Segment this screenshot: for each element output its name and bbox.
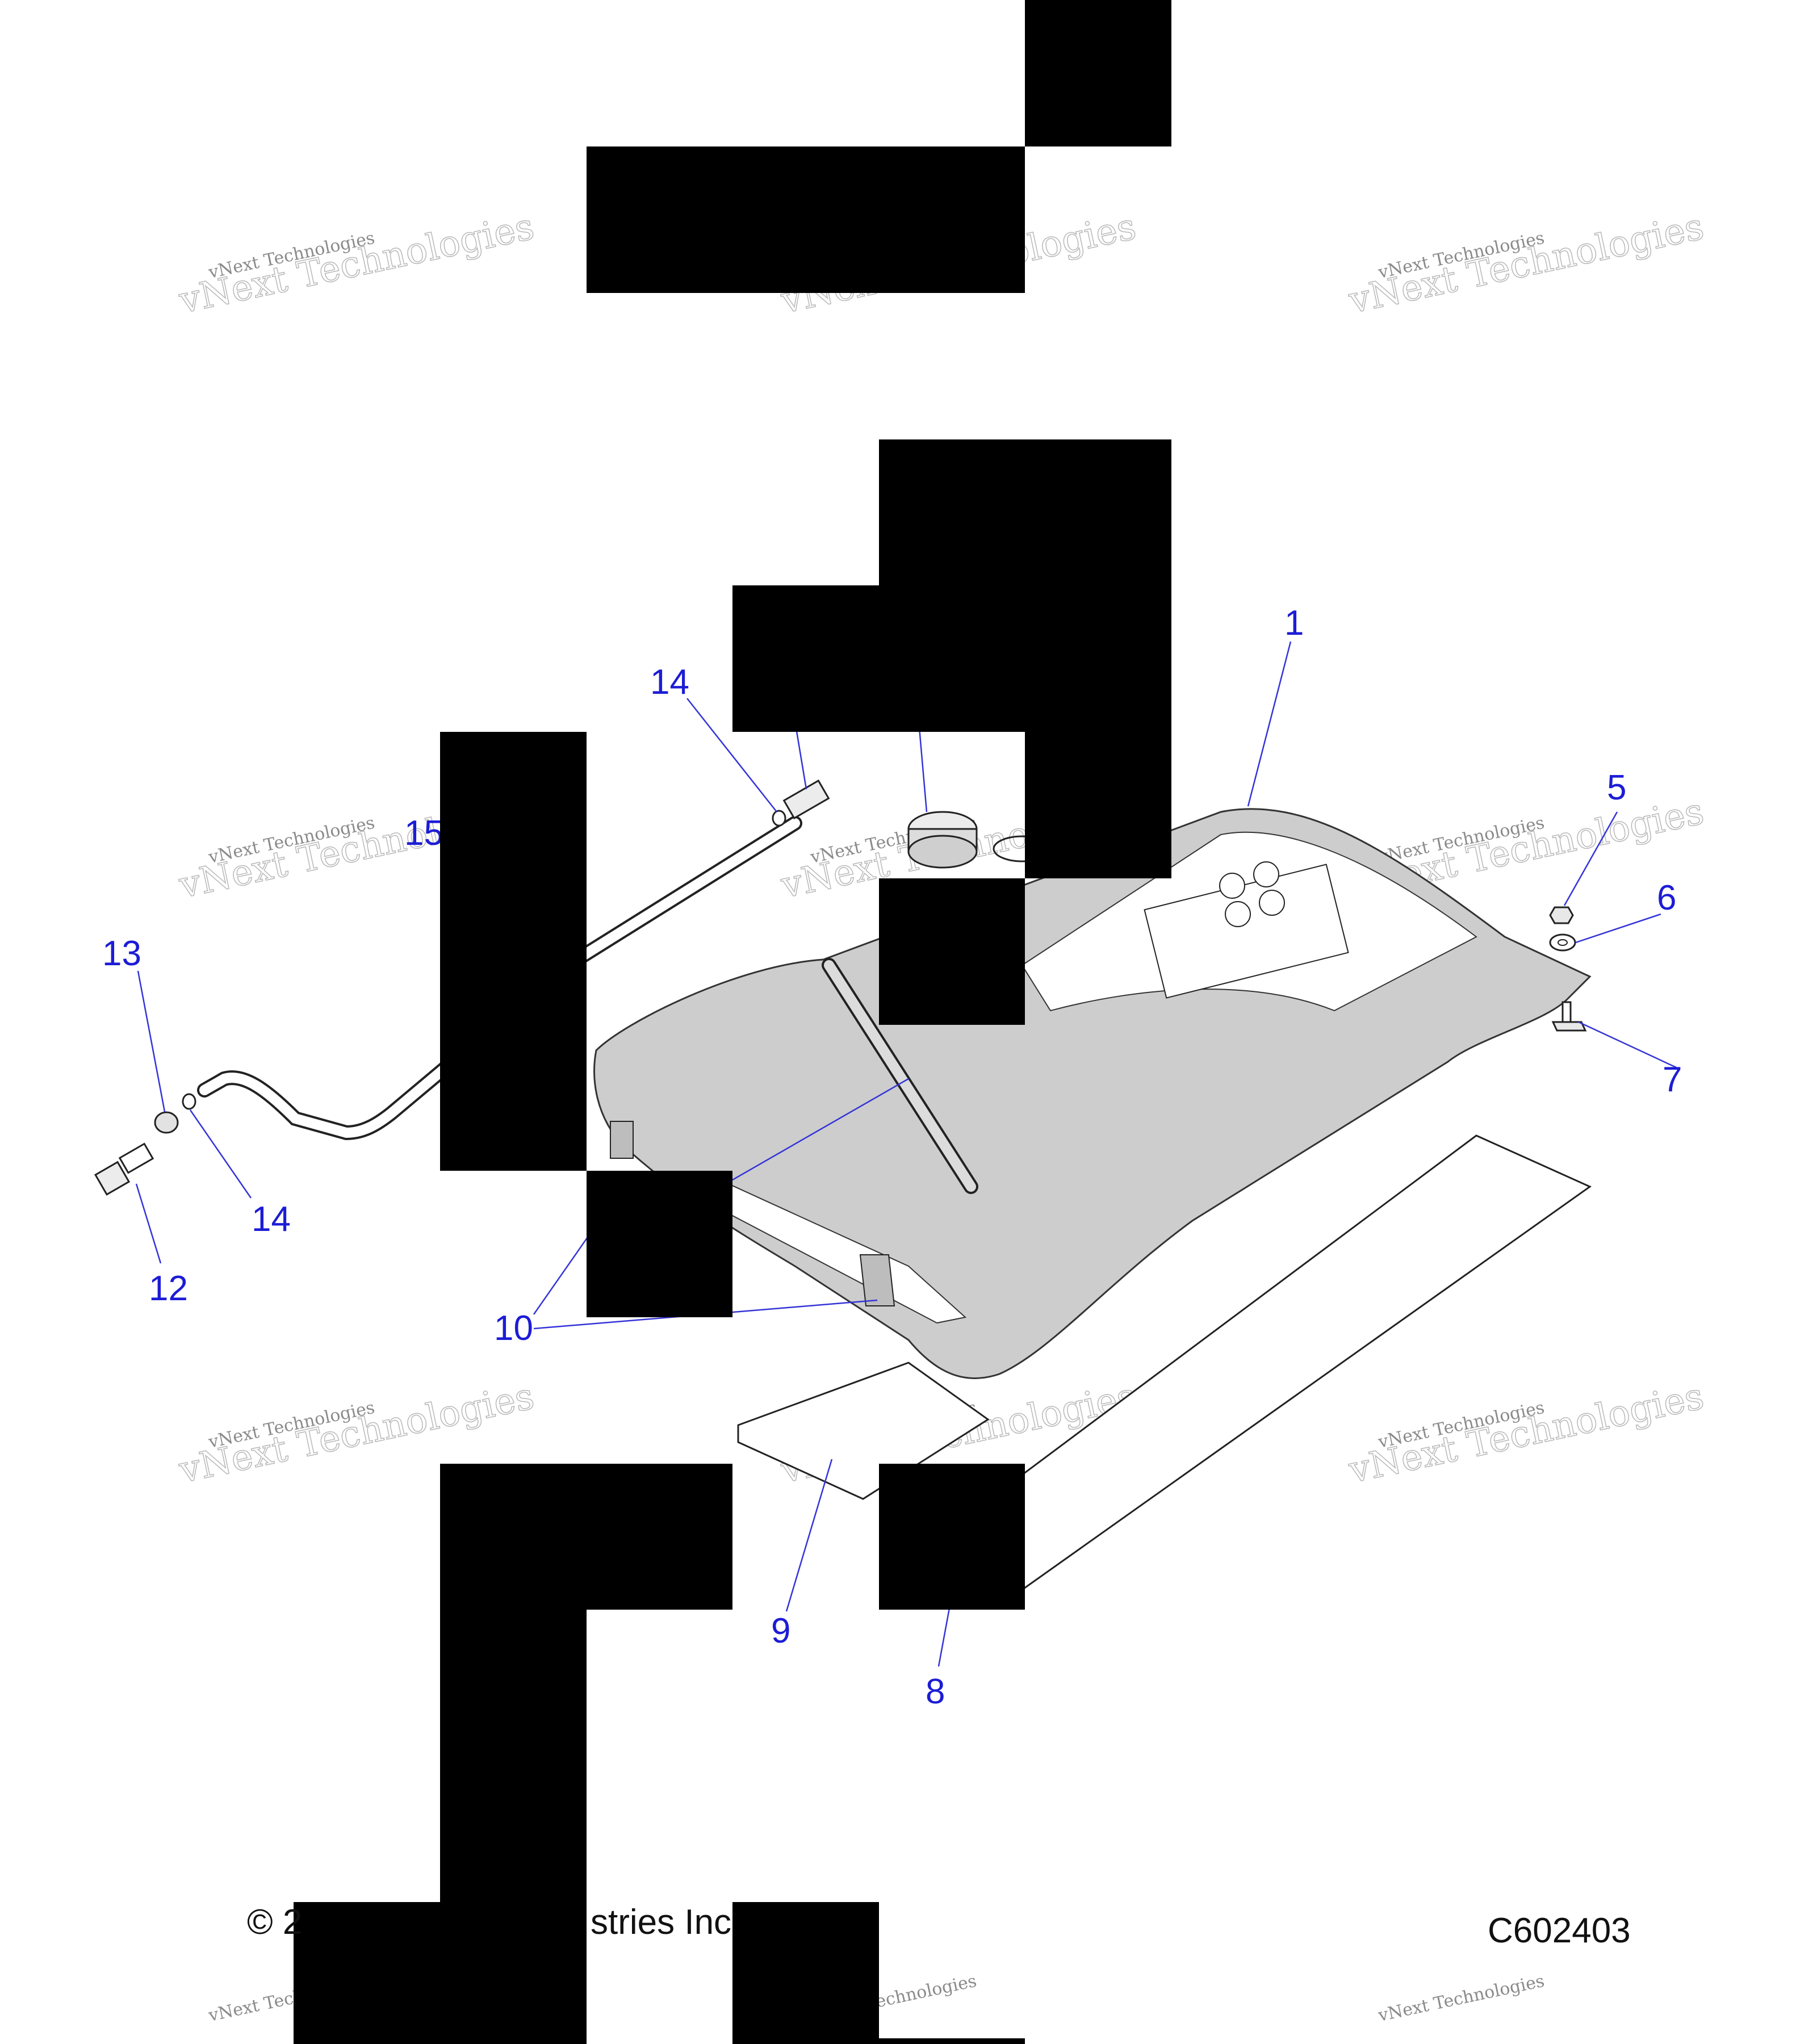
label-part-10 xyxy=(610,1121,895,1306)
callout-10: 10 xyxy=(494,1309,533,1348)
callout-14-lower: 14 xyxy=(252,1200,291,1239)
grommet-part-13 xyxy=(154,1111,179,1134)
vent-fitting xyxy=(782,779,830,820)
callout-7: 7 xyxy=(1663,1060,1682,1099)
clamp-part-14-upper xyxy=(772,810,786,827)
callout-6: 6 xyxy=(1657,878,1676,918)
fuel-pickup-tube xyxy=(822,958,978,1194)
bolt-part-7 xyxy=(1551,1001,1587,1032)
leader-c9 xyxy=(785,1459,833,1612)
watermark-text: vNext Technologies xyxy=(1376,1971,1546,2026)
vent-valve-part-12 xyxy=(94,1142,154,1196)
skid-plate-part-9 xyxy=(737,1362,990,1500)
leader-c13 xyxy=(137,970,166,1112)
leader-c12 xyxy=(135,1183,162,1264)
callout-8: 8 xyxy=(926,1672,945,1711)
leader-c7 xyxy=(1578,1021,1677,1069)
redaction-blocks xyxy=(294,0,1171,2044)
redaction-block xyxy=(1025,0,1171,146)
clamp-part-14-lower xyxy=(182,1093,196,1110)
redaction-block xyxy=(294,1902,587,2044)
callout-9: 9 xyxy=(771,1611,790,1651)
redaction-block xyxy=(879,878,1025,1025)
callout-labels: 1 5 6 7 8 9 10 12 13 14 14 15 xyxy=(102,604,1682,1711)
leader-c14-upper xyxy=(686,698,777,812)
fuel-tank-part-1 xyxy=(593,808,1592,1379)
leader-c5 xyxy=(1563,811,1618,906)
leader-cap xyxy=(918,721,928,812)
redaction-block xyxy=(879,439,1171,585)
vent-hose-part-15 xyxy=(197,816,802,1141)
callout-14-upper: 14 xyxy=(650,663,689,702)
redaction-block xyxy=(1025,732,1171,878)
redaction-block xyxy=(587,146,1025,293)
fuel-cap xyxy=(907,811,978,869)
callout-5: 5 xyxy=(1607,768,1626,807)
callout-12: 12 xyxy=(149,1269,188,1308)
nut-part-5 xyxy=(1549,906,1574,924)
redaction-block xyxy=(879,1464,1025,1610)
redaction-block xyxy=(440,1464,732,1610)
callout-1: 1 xyxy=(1284,604,1304,643)
leader-c1 xyxy=(1247,641,1292,807)
redaction-block xyxy=(732,1902,879,2044)
redaction-block xyxy=(587,1171,732,1317)
redaction-block xyxy=(440,1610,587,1902)
washer-part-6 xyxy=(1549,933,1576,952)
redaction-block xyxy=(879,2038,1025,2044)
leader-c6 xyxy=(1575,913,1661,944)
copyright-fragment-right: stries Inc xyxy=(591,1903,732,1942)
redaction-block xyxy=(732,585,1171,732)
copyright-fragment-left: © 2 xyxy=(247,1903,303,1942)
callout-13: 13 xyxy=(102,934,141,973)
callout-15: 15 xyxy=(404,814,443,853)
leader-vent-fitting xyxy=(794,721,807,790)
leader-c14-lower xyxy=(189,1109,252,1199)
figure-code: C602403 xyxy=(1488,1911,1631,1950)
redaction-block xyxy=(440,732,587,1171)
